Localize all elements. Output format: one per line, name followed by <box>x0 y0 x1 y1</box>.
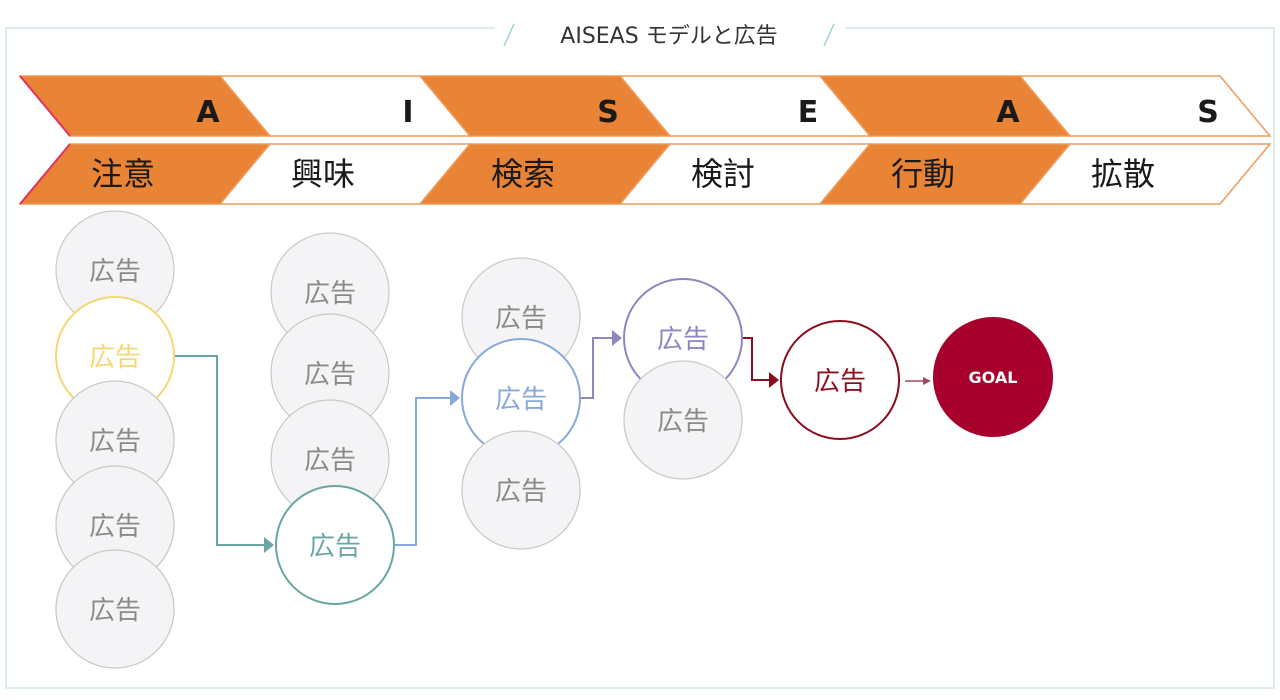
flow-connector <box>175 355 266 546</box>
stage-letter: A <box>996 95 1020 130</box>
stage-row: A 注意 I 興味 S 検索 E 検討 A 行動 S 拡散 <box>18 75 1272 205</box>
ad-circle <box>55 549 175 669</box>
ad-label: 広告 <box>89 512 141 542</box>
stage-accent-line <box>19 75 71 137</box>
ad-label: 広告 <box>495 385 547 415</box>
stage-label: 興味 <box>291 155 355 193</box>
flow-connector <box>581 337 614 399</box>
ad-label: 広告 <box>89 343 141 373</box>
stage-letter: E <box>798 95 819 130</box>
ad-label: 広告 <box>814 367 866 397</box>
title-slash-right <box>823 23 835 47</box>
stage-label: 行動 <box>891 155 955 193</box>
flow-connector <box>395 397 452 546</box>
goal-circle <box>933 317 1053 437</box>
ad-label: 広告 <box>89 596 141 626</box>
stage-label: 拡散 <box>1091 155 1155 193</box>
stage-label: 注意 <box>91 155 155 193</box>
flow-arrow-head <box>769 372 779 388</box>
ad-label: 広告 <box>304 279 356 309</box>
stage-accent-line <box>19 143 71 205</box>
flow-arrow-head <box>264 537 274 553</box>
ad-label: 広告 <box>657 325 709 355</box>
ad-circles: 広告広告広告広告広告広告広告広告広告広告広告広告広告広告広告広告広告広告広告広告 <box>55 210 900 669</box>
stage-letter: S <box>597 95 619 130</box>
goal-label: GOAL <box>969 368 1018 387</box>
goal-group: GOAL <box>905 317 1053 437</box>
flow-arrow-head <box>612 330 622 346</box>
stage-letter: S <box>1197 95 1219 130</box>
ad-circle <box>461 430 581 550</box>
ad-circle <box>623 360 743 480</box>
title-slash-left <box>503 23 515 47</box>
ad-circle-active <box>275 485 395 605</box>
stage-label-chevron <box>1018 143 1272 205</box>
stage-letter: I <box>402 95 413 130</box>
stage-letter: A <box>196 95 220 130</box>
ad-circle-active <box>780 320 900 440</box>
ad-label: 広告 <box>495 304 547 334</box>
goal-arrow-head <box>923 377 931 385</box>
ad-label: 広告 <box>304 360 356 390</box>
ad-label: 広告 <box>309 532 361 562</box>
flow-connector <box>743 337 771 381</box>
ad-label: 広告 <box>304 446 356 476</box>
diagram-title: AISEAS モデルと広告 <box>560 24 777 49</box>
title-gap <box>495 18 845 40</box>
flow-arrow-head <box>450 390 460 406</box>
stage-label: 検索 <box>491 155 555 193</box>
stage-label: 検討 <box>691 155 755 193</box>
stage-letter-chevron <box>1018 75 1272 137</box>
ad-label: 広告 <box>495 477 547 507</box>
ad-label: 広告 <box>89 427 141 457</box>
connector-layer <box>175 330 779 553</box>
ad-label: 広告 <box>657 407 709 437</box>
ad-label: 広告 <box>89 257 141 287</box>
